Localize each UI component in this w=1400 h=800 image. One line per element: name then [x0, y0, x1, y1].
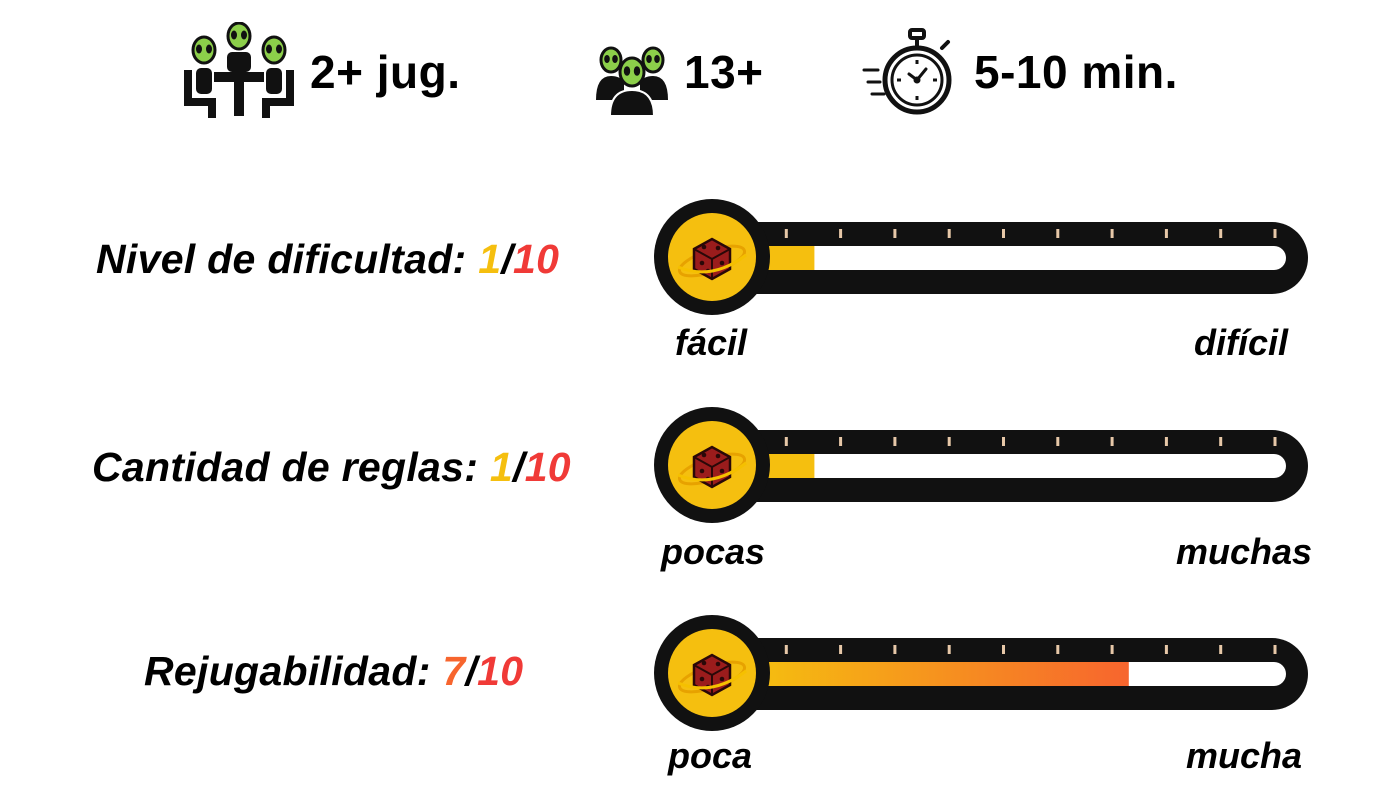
- meter-tick: [1056, 229, 1060, 238]
- meter-tick: [1002, 645, 1005, 654]
- meter-tick: [1164, 645, 1168, 654]
- meter-tick: [1056, 437, 1060, 446]
- meter-tick: [784, 229, 788, 238]
- difficulty-meter: [652, 196, 1312, 318]
- rules-title: Cantidad de reglas:: [92, 444, 479, 490]
- rules-max: 10: [524, 444, 571, 490]
- players-stat: 2+ jug.: [182, 22, 460, 122]
- meter-tick: [947, 229, 951, 238]
- replayability-max-label: mucha: [1186, 735, 1303, 776]
- rules-separator: /: [512, 444, 525, 490]
- rules-label: Cantidad de reglas: 1/10: [92, 444, 571, 491]
- meter-tick: [1110, 229, 1114, 238]
- meter-tick: [839, 645, 843, 654]
- meter-tick: [1219, 645, 1223, 654]
- difficulty-max: 10: [513, 236, 560, 282]
- rules-meter: [652, 404, 1312, 526]
- alien-group-icon: [596, 46, 668, 117]
- replayability-value: 7: [442, 648, 466, 694]
- meter-tick: [1273, 229, 1277, 238]
- meter-tick: [1273, 645, 1277, 654]
- meter-tick: [1002, 437, 1005, 446]
- meter-tick: [1110, 437, 1114, 446]
- ringed-die-icon: [677, 445, 747, 489]
- age-text: 13+: [684, 46, 764, 98]
- meter-tick: [784, 437, 788, 446]
- time-stat: 5-10 min.: [862, 22, 1178, 122]
- players-text: 2+ jug.: [310, 46, 461, 98]
- time-text: 5-10 min.: [974, 46, 1178, 98]
- age-stat: 13+: [594, 22, 764, 122]
- replayability-min-label: poca: [668, 735, 753, 776]
- difficulty-min-label: fácil: [675, 322, 748, 363]
- meter-tick: [947, 645, 951, 654]
- replayability-title: Rejugabilidad:: [144, 648, 431, 694]
- aliens-at-table-icon: [184, 22, 294, 118]
- meter-tick: [839, 437, 843, 446]
- meter-tick: [1164, 437, 1168, 446]
- rules-max-label: muchas: [1176, 531, 1313, 572]
- meter-channel: [762, 454, 1286, 478]
- meter-tick: [1056, 645, 1060, 654]
- meter-tick: [1219, 437, 1223, 446]
- ringed-die-icon: [677, 653, 747, 697]
- meter-tick: [893, 437, 897, 446]
- replayability-separator: /: [465, 648, 478, 694]
- meter-tick: [947, 437, 951, 446]
- rules-min-label: pocas: [661, 531, 766, 572]
- meter-fill: [752, 662, 1129, 686]
- replayability-max: 10: [477, 648, 524, 694]
- difficulty-separator: /: [501, 236, 514, 282]
- meter-tick: [1219, 229, 1223, 238]
- rules-value: 1: [489, 444, 513, 490]
- meter-channel: [762, 246, 1286, 270]
- meter-tick: [784, 645, 788, 654]
- difficulty-title: Nivel de dificultad:: [96, 236, 467, 282]
- ringed-die-icon: [677, 237, 747, 281]
- meter-tick: [1273, 437, 1277, 446]
- replayability-meter: [652, 612, 1312, 734]
- meter-tick: [893, 645, 897, 654]
- meter-tick: [893, 229, 897, 238]
- stopwatch-icon: [862, 28, 952, 115]
- meter-tick: [1002, 229, 1005, 238]
- meter-tick: [839, 229, 843, 238]
- replayability-label: Rejugabilidad: 7/10: [144, 648, 523, 695]
- meter-tick: [1110, 645, 1114, 654]
- difficulty-value: 1: [478, 236, 502, 282]
- difficulty-label: Nivel de dificultad: 1/10: [96, 236, 559, 283]
- meter-tick: [1164, 229, 1168, 238]
- difficulty-max-label: difícil: [1194, 322, 1289, 363]
